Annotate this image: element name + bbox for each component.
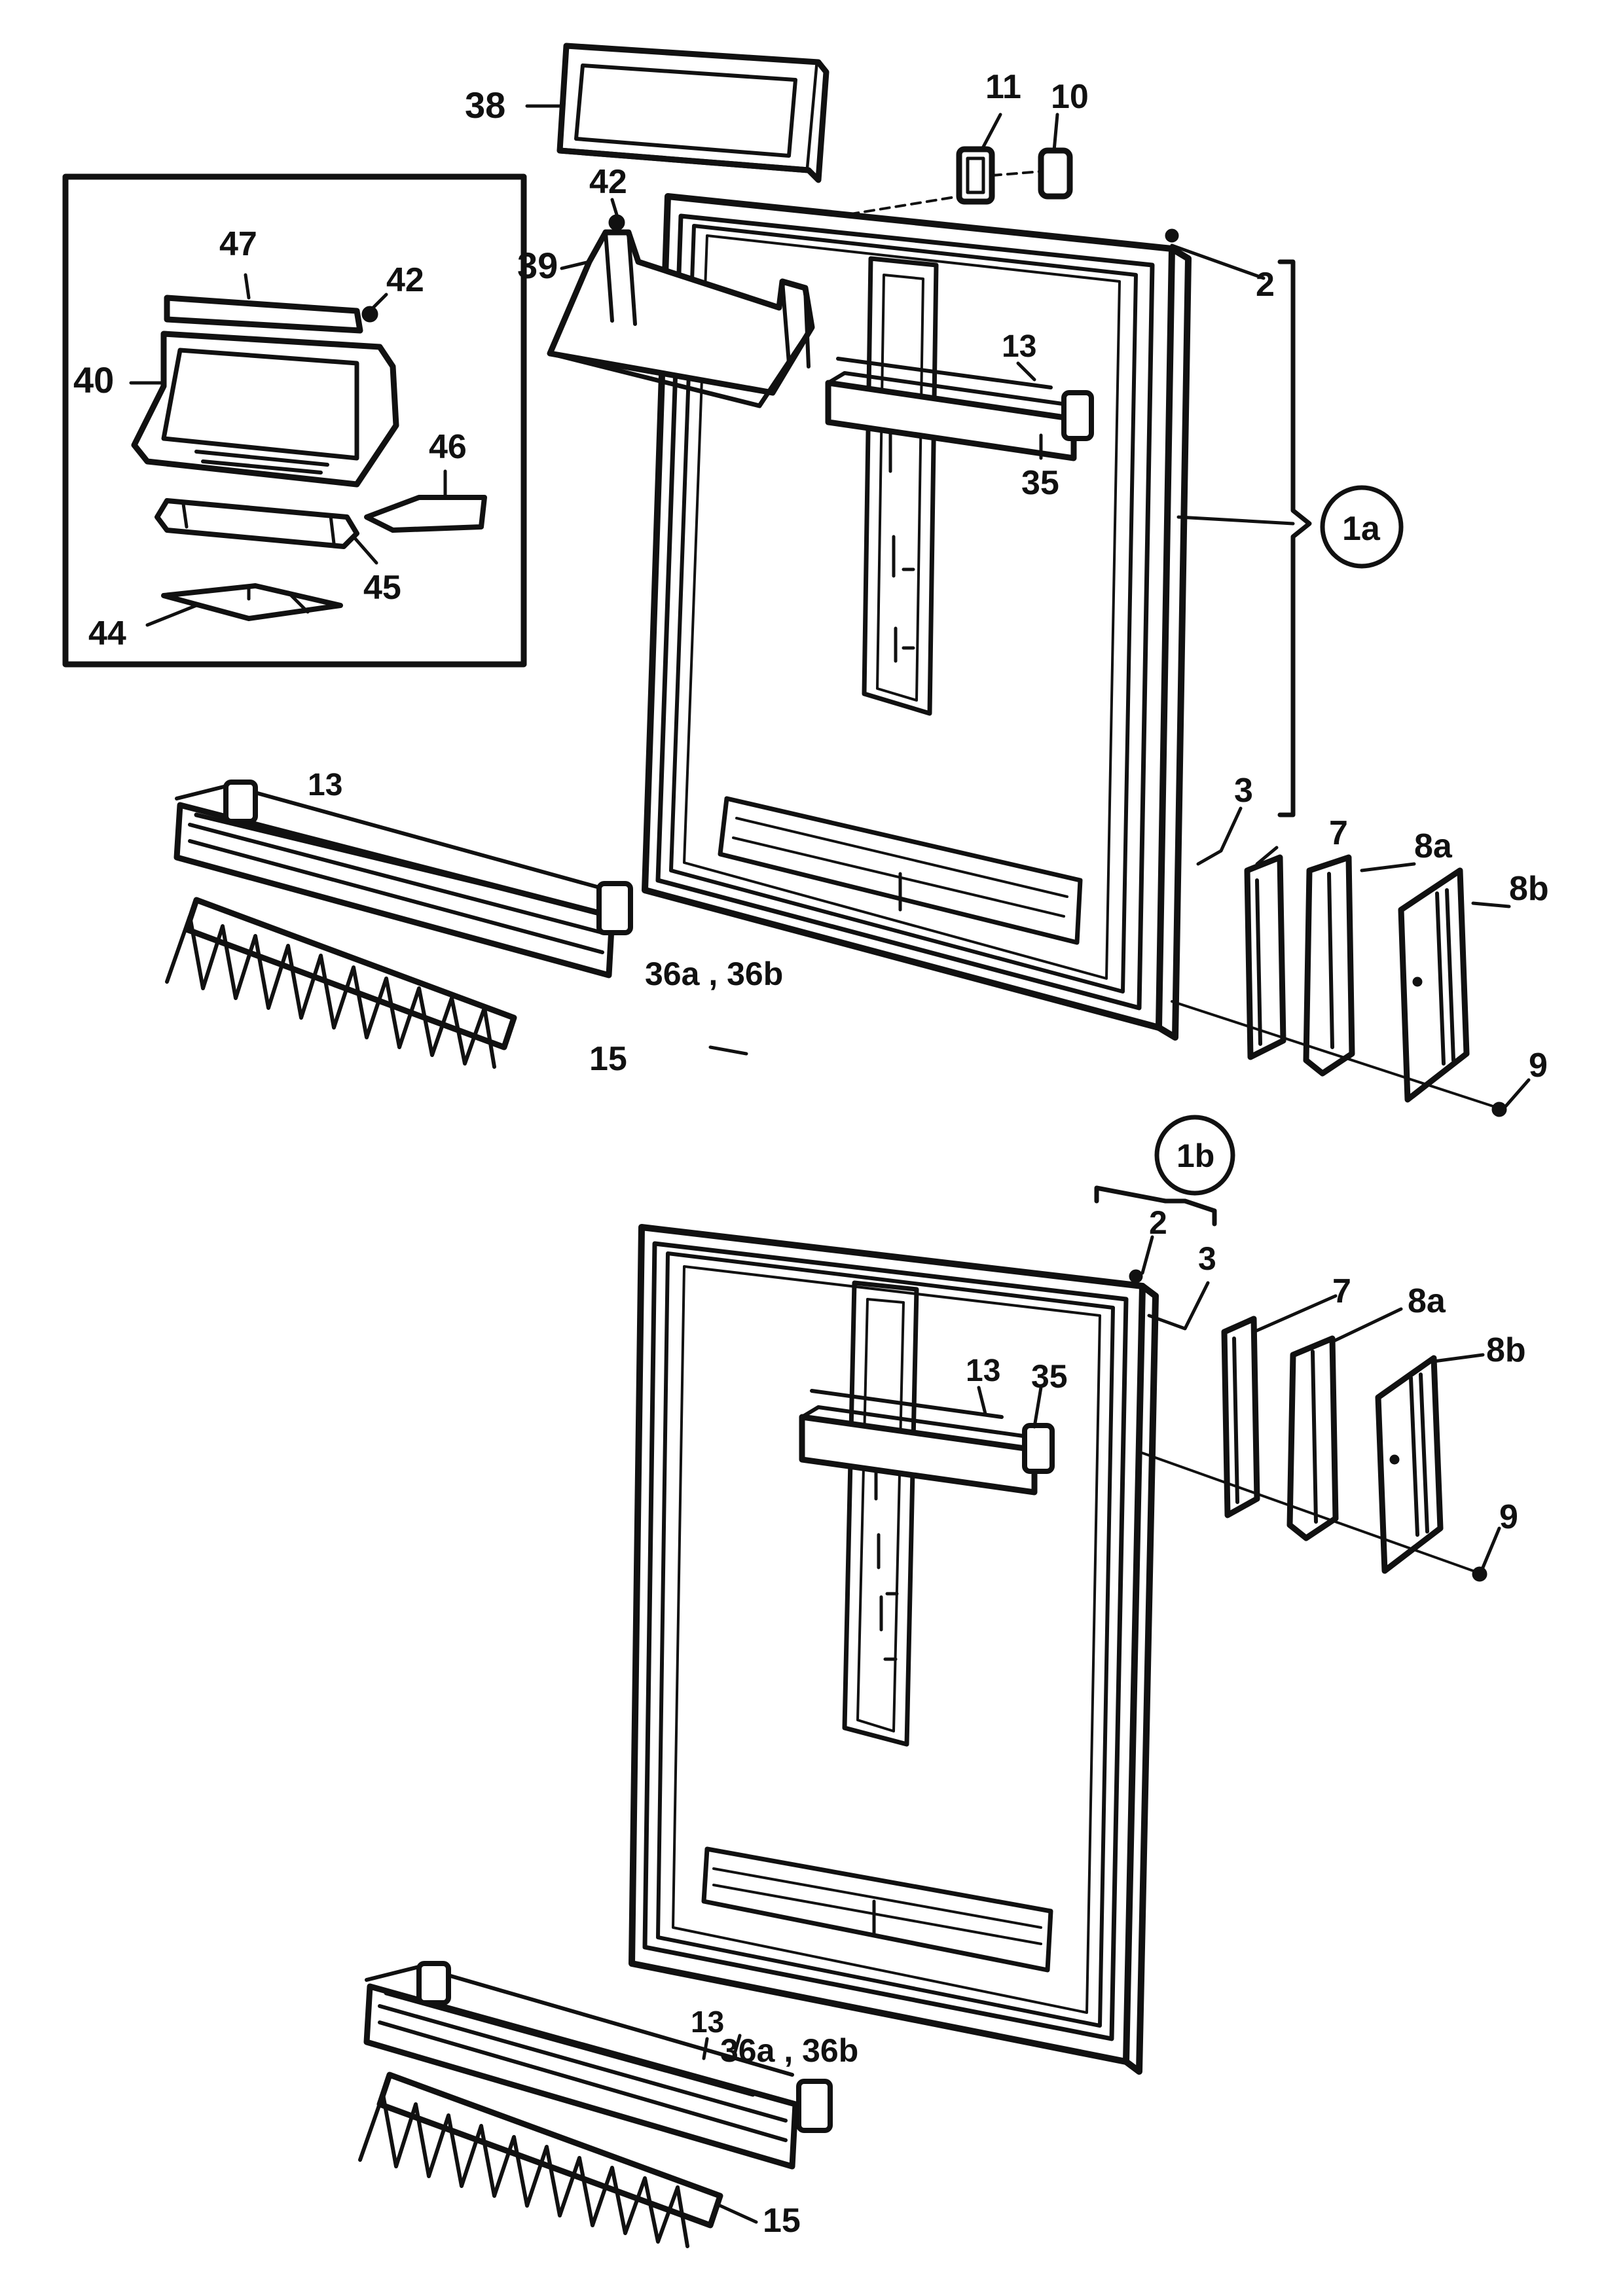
callout-10: 10: [1051, 78, 1089, 116]
callout-40: 40: [73, 359, 114, 401]
assembly-1a-circle: [1320, 485, 1404, 569]
leader-1a: [1176, 515, 1295, 526]
callout-9-upper: 9: [1529, 1047, 1548, 1085]
part-13-bar-lower: [384, 1990, 756, 2097]
callout-11: 11: [985, 68, 1021, 106]
part-15-grille-upper: [165, 897, 517, 1069]
part-8a-hinge-upper: [1303, 854, 1355, 1077]
part-38-lid: [556, 43, 830, 183]
part-40-dairy-box: [131, 331, 399, 488]
callout-39: 39: [517, 245, 558, 286]
hinge-axis-lower: [1141, 1452, 1474, 1572]
part-35-door-shelf-lower: [799, 1389, 1055, 1496]
callout-36-upper: 36a , 36b: [645, 956, 783, 992]
callout-45: 45: [363, 569, 401, 607]
callout-13-upper-bottom: 13: [308, 768, 342, 802]
callout-3-lower: 3: [1198, 1240, 1216, 1277]
callout-8a-lower: 8a: [1408, 1282, 1446, 1320]
callout-35-upper: 35: [1021, 464, 1059, 502]
callout-13-lower-bottom: 13: [691, 2005, 724, 2039]
callout-9-lower: 9: [1499, 1498, 1518, 1536]
inset-box: [62, 173, 527, 668]
part-45-hinge: [155, 498, 359, 549]
callout-1b: 1b: [1176, 1138, 1214, 1174]
callout-42: 42: [589, 163, 627, 201]
part-42-knob-upper: [608, 214, 625, 231]
callout-2-lower: 2: [1149, 1204, 1167, 1241]
part-2-screw-upper: [1165, 228, 1179, 243]
callout-44: 44: [88, 615, 126, 653]
part-46-flap: [364, 495, 487, 533]
part-44-plate: [161, 583, 343, 621]
part-11-clip: [956, 146, 995, 205]
upper-door-frame: [642, 193, 1192, 1041]
part-9-screw-lower: [1472, 1566, 1487, 1582]
part-47-lid: [164, 295, 363, 334]
callout-42-inset: 42: [386, 261, 424, 299]
bracket-1b: [1094, 1185, 1217, 1227]
leaders-lower-shelf: [708, 1045, 758, 2224]
part-15-grille-lower: [358, 2072, 723, 2248]
lower-door-frame: [629, 1224, 1159, 2075]
part-9-screw-upper: [1491, 1102, 1507, 1117]
part-8b-hinge-upper: [1398, 867, 1470, 1103]
part-10-clip: [1038, 147, 1073, 200]
callout-2-upper: 2: [1256, 266, 1275, 304]
part-7-hinge-lower: [1221, 1316, 1260, 1518]
callout-7-upper: 7: [1329, 814, 1348, 852]
bracket-1a: [1277, 259, 1312, 817]
callout-8a-upper: 8a: [1414, 827, 1453, 865]
callout-7-lower: 7: [1332, 1272, 1351, 1310]
part-36-lower-shelf-lower: [363, 1961, 833, 2170]
part-8a-hinge-lower: [1286, 1335, 1339, 1541]
callout-38: 38: [465, 84, 505, 126]
part-39-door-bin: [547, 229, 815, 408]
callout-13-lower-shelf: 13: [966, 1354, 1000, 1388]
callout-3-upper: 3: [1234, 772, 1253, 810]
callout-15-upper: 15: [589, 1040, 627, 1078]
callout-35-lower: 35: [1031, 1358, 1068, 1395]
leaders-upper: [129, 104, 1531, 1108]
callout-8b-lower: 8b: [1486, 1331, 1526, 1369]
callout-8b-upper: 8b: [1509, 870, 1549, 908]
part-42-knob: [361, 306, 378, 323]
part-2-screw-lower: [1129, 1269, 1143, 1283]
assembly-1b-circle: [1154, 1115, 1235, 1196]
callout-1a: 1a: [1342, 510, 1381, 548]
callout-15-lower: 15: [763, 2202, 801, 2240]
hinge-axis-upper: [1171, 1000, 1494, 1107]
callout-47: 47: [219, 225, 257, 263]
part-8b-hinge-lower: [1375, 1355, 1444, 1574]
callout-36-lower: 36a , 36b: [720, 2032, 858, 2069]
part-35-door-shelf: [825, 357, 1094, 461]
part-7-hinge-upper: [1244, 854, 1286, 1060]
part-13-bar-upper: [194, 812, 566, 906]
callout-13-upper-shelf: 13: [1002, 329, 1036, 364]
callout-46: 46: [429, 428, 467, 466]
dashed-leader-11-10: [817, 170, 1042, 221]
callout-labels: 38 11 10 42 39 2 13 35 1a 47 42 40 46 45…: [73, 68, 1549, 2240]
